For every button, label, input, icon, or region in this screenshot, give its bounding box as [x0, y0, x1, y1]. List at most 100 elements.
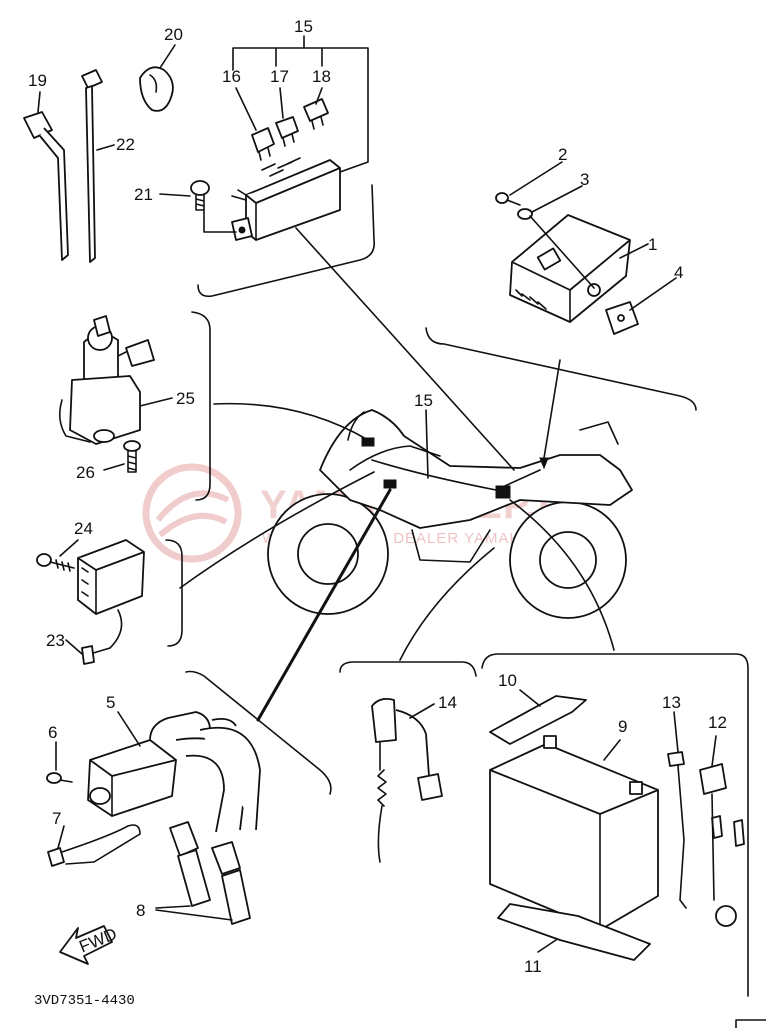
bracket-left-group-25 [191, 311, 211, 501]
corner-mark [735, 1019, 766, 1028]
spark-plug-caps-8 [169, 821, 251, 925]
callout-2-leader [509, 161, 563, 196]
marker-front [361, 437, 375, 447]
callout-5-leader [117, 711, 141, 747]
callout-21-leader [159, 193, 191, 197]
callout-5: 5 [106, 693, 115, 712]
leader-right-group [543, 359, 561, 459]
igniter-unit-1 [509, 214, 631, 323]
fuse-18 [303, 98, 329, 130]
callout-14: 14 [438, 693, 457, 712]
callout-labels: 1 2 3 4 5 6 7 8 9 10 11 12 13 14 15 15 1… [28, 17, 727, 976]
leader-group-14 [399, 547, 495, 661]
callout-25-leader [139, 397, 173, 407]
callout-12: 12 [708, 713, 727, 732]
watermark-logo [142, 463, 242, 563]
sensor-14 [371, 697, 443, 863]
callout-6: 6 [48, 723, 57, 742]
callout-25: 25 [176, 389, 195, 408]
fuse-17 [275, 116, 299, 147]
callout-14-leader [409, 703, 435, 719]
cable-tie-22 [81, 69, 103, 263]
callout-16: 16 [222, 67, 241, 86]
bolt-26 [123, 440, 141, 473]
leader-group-24 [179, 471, 375, 589]
screw-2 [495, 192, 521, 206]
main-switch-25 [58, 315, 155, 445]
bracket-group-14 [339, 661, 477, 677]
callout-10-leader [519, 689, 541, 707]
callout-9: 9 [618, 717, 627, 736]
motorcycle-outline [267, 409, 633, 619]
callout-8: 8 [136, 901, 145, 920]
fwd-arrow-icon: FWD [59, 924, 119, 965]
bracket-top-group [197, 184, 376, 298]
callout-18-leader [315, 87, 323, 105]
harness-line-15 [371, 459, 541, 491]
wire-harness-junction-box [231, 157, 341, 241]
callout-9-leader [603, 739, 621, 761]
battery-band-10 [489, 695, 587, 745]
callout-22: 22 [116, 135, 135, 154]
callout-13-leader [673, 711, 679, 753]
callout-2: 2 [558, 145, 567, 164]
leader-top-group [295, 227, 515, 471]
bolt-6 [46, 772, 73, 784]
screw-21 [190, 180, 210, 211]
callout-8-leader [155, 905, 233, 921]
callout-19: 19 [28, 71, 47, 90]
rectifier-24 [77, 539, 145, 615]
callout-20-leader [159, 44, 176, 69]
band-19 [23, 111, 69, 261]
bracket-left-group-24 [165, 539, 183, 647]
callout-4-leader [629, 277, 677, 311]
callout-15-bike: 15 [414, 391, 433, 410]
callout-7-leader [57, 825, 65, 849]
callout-10: 10 [498, 671, 517, 690]
ignition-coil-5 [87, 711, 211, 817]
battery-pad-11 [497, 903, 651, 961]
fuse-16 [251, 127, 275, 161]
callout-23: 23 [46, 631, 65, 650]
battery-9 [489, 735, 659, 931]
callout-18: 18 [312, 67, 331, 86]
clamp-20 [139, 66, 174, 112]
leader-group-25 [213, 402, 369, 441]
callout-3-leader [531, 185, 583, 213]
screw-24 [36, 553, 75, 572]
callout-17-leader [279, 87, 284, 119]
callout-7: 7 [52, 809, 61, 828]
positive-lead-12 [699, 763, 745, 927]
callout-16-leader [235, 87, 257, 131]
bracket-coil-group [185, 670, 332, 795]
leader-group-5 [256, 488, 392, 722]
callout-24-leader [59, 539, 79, 557]
callout-1-leader [619, 243, 649, 259]
callout-1: 1 [648, 235, 657, 254]
callout-19-leader [37, 91, 41, 113]
callout-11-leader [537, 939, 557, 953]
callout-13: 13 [662, 693, 681, 712]
callout-11: 11 [524, 957, 542, 976]
callout-15-bracket [232, 35, 369, 173]
callout-24: 24 [74, 519, 93, 538]
callout-12-leader [711, 735, 717, 767]
fwd-label: FWD [76, 924, 119, 956]
high-tension-cords [175, 717, 261, 833]
callout-20: 20 [164, 25, 183, 44]
callout-26-leader [103, 463, 125, 471]
lead-23 [81, 609, 123, 665]
callout-15-top: 15 [294, 17, 313, 36]
callout-23-leader [65, 639, 83, 655]
callout-17: 17 [270, 67, 289, 86]
callout-3: 3 [580, 170, 589, 189]
negative-lead-13 [667, 751, 687, 909]
marker-harness [495, 485, 511, 499]
bracket-right-group [425, 327, 697, 411]
callout-26: 26 [76, 463, 95, 482]
callout-21: 21 [134, 185, 153, 204]
callout-4: 4 [674, 263, 683, 282]
band-7 [47, 824, 141, 867]
callout-22-leader [96, 144, 115, 151]
